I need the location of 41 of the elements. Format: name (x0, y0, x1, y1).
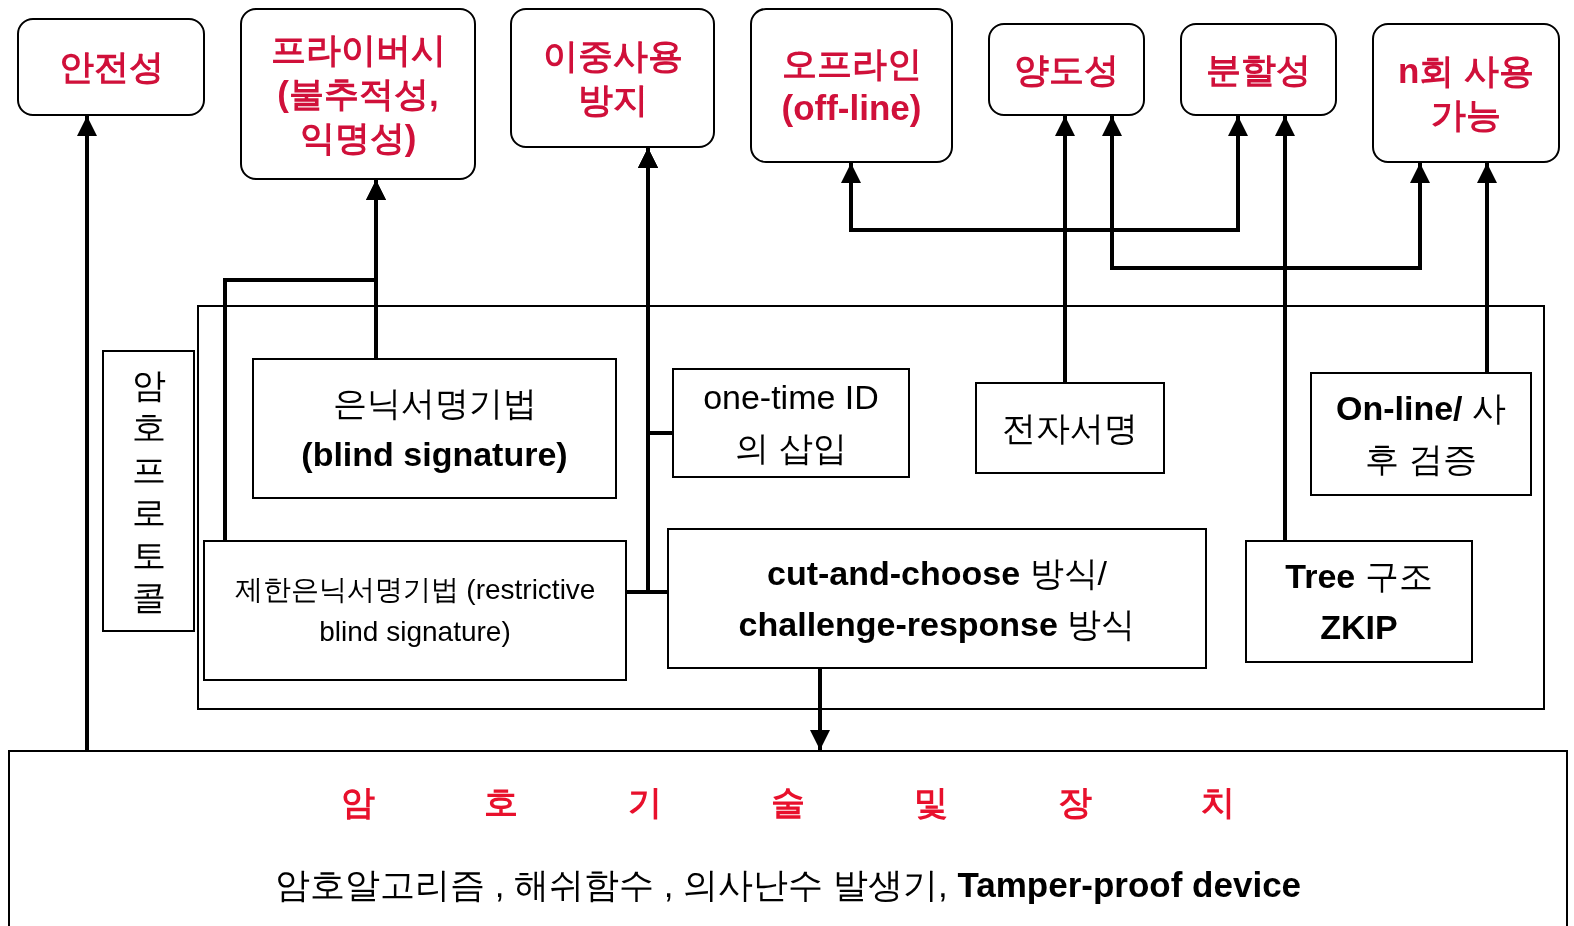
technique-box (1310, 372, 1532, 496)
box-label: cut-and-choose 방식/ challenge-response 방식 (737, 552, 1137, 645)
box-label: 제한은닉서명기법 (restrictive blind signature) (233, 572, 597, 649)
property-box (988, 23, 1145, 116)
property-box (1180, 23, 1337, 116)
arrow (1477, 163, 1497, 372)
box-label: On-line/ 사후 검증 (1335, 388, 1507, 480)
property-box (510, 8, 715, 148)
box-label: 오프라인 (off-line) (780, 42, 923, 129)
technique-box (1245, 540, 1473, 663)
foundation-box (8, 750, 1568, 926)
arrow (1102, 116, 1430, 270)
technique-box (252, 358, 617, 499)
property-box (1372, 23, 1560, 163)
property-box (750, 8, 953, 163)
arrow (810, 669, 830, 750)
box-label: one-time ID의 삽입 (702, 377, 880, 469)
technique-box (203, 540, 627, 681)
arrow (77, 116, 97, 750)
protocol-panel (197, 305, 1545, 710)
box-label: 이중사용 방지 (541, 35, 684, 121)
technique-box (667, 528, 1207, 669)
box-label: n회 사용 가능 (1396, 50, 1536, 136)
box-label: Tree 구조 ZKIP (1284, 555, 1434, 648)
property-box (17, 18, 205, 116)
technique-box (975, 382, 1165, 474)
property-box (240, 8, 476, 180)
section-title: 암 호 기 술 및 장 치 (340, 782, 1236, 823)
arrow (841, 116, 1248, 232)
box-label: 분할성 (1206, 48, 1311, 91)
section-description: 암호알고리즘 , 해쉬함수 , 의사난수 발생기, Tamper-proof device (274, 864, 1302, 906)
arrow (1275, 116, 1295, 540)
box-label: 전자서명 (1002, 407, 1138, 449)
technique-box (672, 368, 910, 478)
box-label: 은닉서명기법 (blind signature) (300, 382, 569, 475)
box-label: 양도성 (1014, 48, 1119, 91)
vertical-label: 암호프로토콜 (130, 364, 167, 618)
arrow (1055, 116, 1075, 382)
vertical-label-box (102, 350, 195, 632)
box-label: 안전성 (58, 46, 164, 89)
box-label: 프라이버시 (불추적성, 익명성) (269, 29, 447, 159)
